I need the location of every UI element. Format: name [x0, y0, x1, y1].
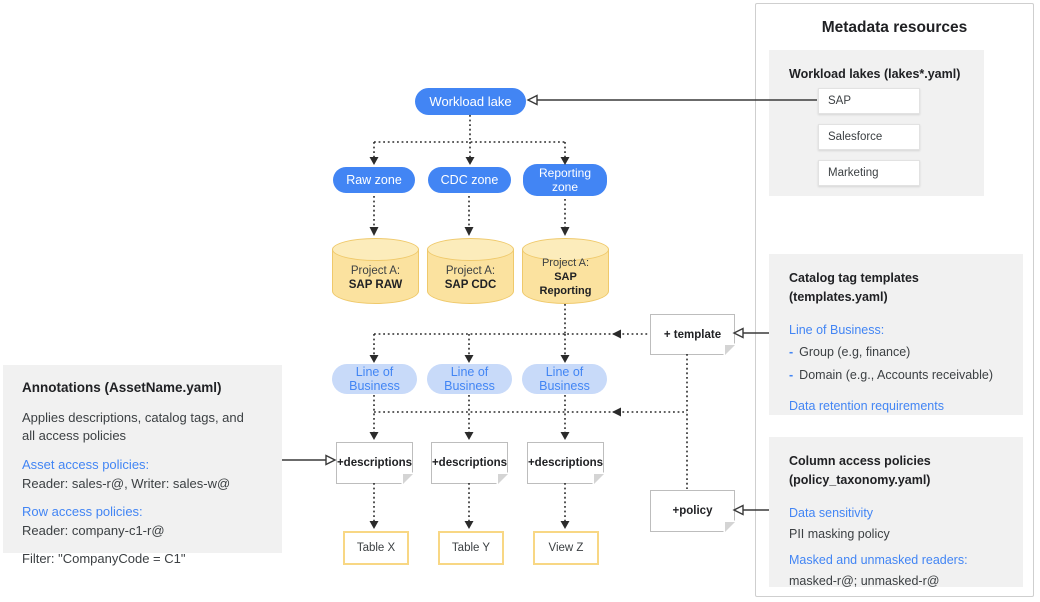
column-policies-section: Column access policies (policy_taxonomy.…: [769, 437, 1023, 588]
dash-bullet: -: [789, 345, 794, 360]
workload-lake-node: Workload lake: [415, 88, 526, 115]
column-policies-header-line1: Column access policies: [789, 454, 931, 468]
annotations-panel-title: Annotations (AssetName.yaml): [22, 380, 222, 395]
lake-item-marketing: Marketing: [818, 160, 920, 186]
project-name: SAP CDC: [444, 279, 497, 291]
data-sensitivity-value: PII masking policy: [789, 527, 890, 542]
filter-value: Filter: "CompanyCode = C1": [22, 550, 186, 566]
template-item-domain-text: Domain (e.g., Accounts receivable): [799, 367, 994, 382]
project-prefix: Project A:: [541, 257, 590, 270]
catalog-templates-section: Catalog tag templates (templates.yaml) L…: [769, 254, 1023, 415]
template-item-group-text: Group (e.g, finance): [799, 345, 911, 360]
template-item-domain: - Domain (e.g., Accounts receivable): [789, 367, 1005, 385]
metadata-resources-panel: Metadata resources Workload lakes (lakes…: [755, 3, 1034, 597]
data-sensitivity-label: Data sensitivity: [789, 505, 874, 520]
project-prefix: Project A:: [350, 264, 401, 277]
flow-zones-to-projects: [369, 196, 570, 236]
column-policies-header-line2: (policy_taxonomy.yaml): [789, 473, 931, 488]
template-note: + template: [650, 314, 735, 355]
descriptions-note: +descriptions: [527, 442, 604, 484]
zone-node-raw: Raw zone: [333, 167, 415, 193]
lob-tag-node: Line of Business: [427, 364, 512, 394]
project-cylinder-sap-reporting: Project A:SAP Reporting: [522, 238, 609, 304]
asset-access-policies-value: Reader: sales-r@, Writer: sales-w@: [22, 476, 231, 492]
dash-bullet: -: [789, 367, 794, 382]
masked-readers-label: Masked and unmasked readers:: [789, 552, 968, 567]
flow-workload-to-zones: [369, 115, 570, 165]
project-name: SAP RAW: [348, 279, 403, 291]
zone-node-reporting: Reporting zone: [523, 164, 607, 196]
zone-node-cdc: CDC zone: [428, 167, 511, 193]
table-node-x: Table X: [343, 531, 409, 565]
lake-item-salesforce: Salesforce: [818, 124, 920, 150]
asset-access-policies-label: Asset access policies:: [22, 457, 150, 473]
lob-tag-node: Line of Business: [332, 364, 417, 394]
project-cylinder-sap-cdc: Project A: SAP CDC: [427, 238, 514, 304]
workload-lakes-section: Workload lakes (lakes*.yaml) SAP Salesfo…: [769, 50, 984, 196]
annotations-panel: Annotations (AssetName.yaml) Applies des…: [3, 365, 282, 566]
policy-note: +policy: [650, 490, 735, 532]
metadata-panel-title: Metadata resources: [821, 19, 968, 36]
data-retention-label: Data retention requirements: [789, 399, 944, 414]
table-node-y: Table Y: [438, 531, 504, 565]
lake-item-sap: SAP: [818, 88, 920, 114]
flow-descriptions-to-tables: [369, 483, 570, 529]
descriptions-note: +descriptions: [336, 442, 413, 484]
catalog-templates-header-line1: Catalog tag templates: [789, 271, 919, 285]
arrow-annotations-to-descriptions: [282, 454, 337, 466]
project-prefix: Project A:: [445, 264, 496, 277]
masked-readers-value: masked-r@; unmasked-r@: [789, 574, 940, 589]
catalog-templates-header-line2: (templates.yaml): [789, 290, 888, 305]
descriptions-note: +descriptions: [431, 442, 508, 484]
lob-tag-node: Line of Business: [522, 364, 607, 394]
annotations-body: Applies descriptions, catalog tags, and …: [22, 409, 244, 444]
view-node-z: View Z: [533, 531, 599, 565]
row-access-policies-value: Reader: company-c1-r@: [22, 522, 165, 538]
flow-template-bus-to-lob: [369, 304, 650, 363]
project-name: SAP Reporting: [539, 271, 592, 297]
template-item-group: - Group (e.g, finance): [789, 344, 1005, 362]
project-cylinder-sap-raw: Project A: SAP RAW: [332, 238, 419, 304]
workload-lakes-header: Workload lakes (lakes*.yaml): [789, 67, 961, 81]
row-access-policies-label: Row access policies:: [22, 503, 143, 519]
lob-template-label: Line of Business:: [789, 322, 885, 337]
